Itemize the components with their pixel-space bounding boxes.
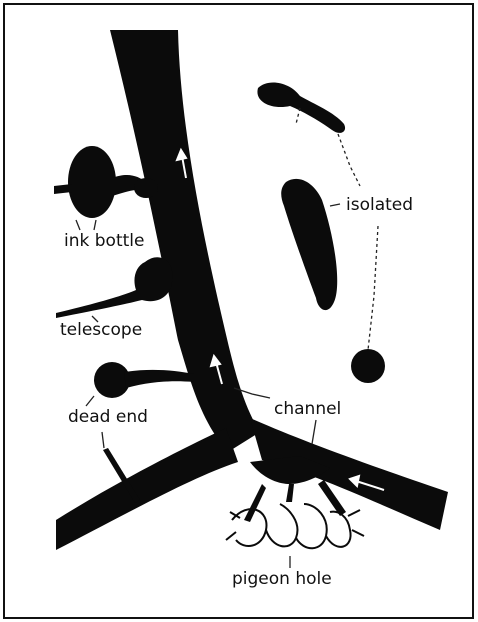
isolated-pore-round [351, 349, 385, 383]
dead-end-blob [94, 362, 130, 398]
ink-bottle-body [68, 146, 116, 218]
label-isolated: isolated [346, 195, 413, 215]
label-telescope: telescope [60, 320, 142, 340]
telescope-pore [56, 257, 173, 318]
isolated-leader-mid [330, 204, 340, 206]
fractal-lobe-4 [326, 512, 351, 547]
isolated-pore-top [257, 82, 345, 132]
pore-network [54, 30, 448, 550]
left-branch [56, 428, 238, 550]
ink-bottle-leader [76, 220, 96, 230]
label-ink-bottle: ink bottle [64, 231, 144, 251]
fractal-lobe-3 [296, 504, 327, 548]
isolated-leader-round [368, 226, 378, 350]
label-channel: channel [274, 399, 341, 419]
label-dead-end: dead end [68, 407, 148, 427]
isolated-pore-middle [281, 179, 337, 310]
dead-end-tail [124, 370, 194, 388]
label-pigeon-hole: pigeon hole [232, 569, 332, 589]
fractal-lobe-2 [266, 504, 297, 546]
channel-leader-2 [312, 420, 316, 444]
ink-bottle-junction [134, 178, 158, 198]
